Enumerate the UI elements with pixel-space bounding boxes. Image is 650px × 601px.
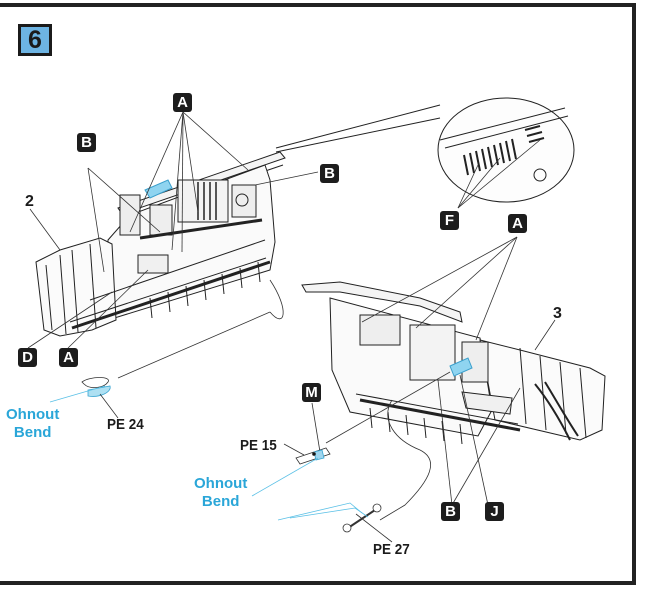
pe24-part <box>49 377 119 419</box>
callout-badge-M: M <box>302 383 321 402</box>
detail-inset <box>275 97 575 203</box>
pe24-label: PE 24 <box>107 416 144 433</box>
frame-bottom-border <box>0 581 636 585</box>
part-number-3: 3 <box>553 305 562 322</box>
step-number-badge: 6 <box>18 24 52 56</box>
pe27-part <box>277 502 393 543</box>
callout-badge-B-right: B <box>320 164 339 183</box>
pe27-label: PE 27 <box>373 541 410 558</box>
callout-badge-J: J <box>485 502 504 521</box>
bend-note-line2: Bend <box>13 424 52 441</box>
bend-note-line1: Ohnout <box>6 406 60 423</box>
callout-badge-D: D <box>18 348 37 367</box>
bend-note-pe15: Ohnout Bend <box>194 475 247 511</box>
callout-badge-A-top-left: A <box>173 93 192 112</box>
pe15-label: PE 15 <box>240 437 277 454</box>
right-sidewall-assembly <box>301 281 606 445</box>
callout-badge-A-bottom-left: A <box>59 348 78 367</box>
bend-note-line2: Bend <box>201 493 240 510</box>
callout-badge-B-bottom: B <box>441 502 460 521</box>
bend-note-pe24: Ohnout Bend <box>6 406 59 442</box>
pe15-part <box>251 443 331 497</box>
part-number-2: 2 <box>25 193 34 210</box>
callout-badge-F: F <box>440 211 459 230</box>
frame-right-border <box>632 3 636 585</box>
callout-badge-A-right: A <box>508 214 527 233</box>
left-sidewall-assembly <box>35 151 286 337</box>
frame-top-border <box>0 3 636 7</box>
leader-lines <box>27 111 556 521</box>
bend-note-line1: Ohnout <box>194 475 248 492</box>
callout-badge-B-upper-left: B <box>77 133 96 152</box>
